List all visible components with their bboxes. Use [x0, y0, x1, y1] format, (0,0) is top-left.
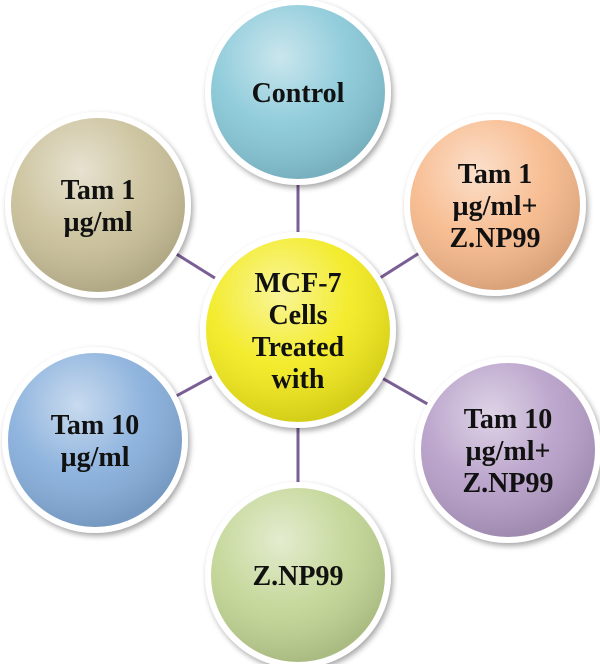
node-control: Control	[205, 0, 391, 185]
center-node-label-line: Cells	[268, 300, 327, 331]
node-tam-10-znp99-gloss	[421, 363, 595, 537]
node-control-gloss	[211, 5, 385, 179]
node-tam-10-znp99-label-line: µg/ml+	[466, 436, 551, 467]
center-node-label-line: MCF-7	[254, 268, 341, 299]
center-node-label-line: with	[272, 364, 325, 395]
node-tam-10-znp99-label-line: Tam 10	[464, 404, 552, 435]
node-tam-10-gloss	[8, 353, 182, 527]
node-znp99: Z.NP99	[205, 482, 391, 664]
node-tam-1-znp99-gloss	[410, 120, 580, 290]
node-tam-10-label-line: µg/ml	[60, 442, 129, 473]
center-node-label-line: Treated	[252, 332, 345, 363]
node-znp99-label: Z.NP99	[253, 561, 344, 592]
node-control-label: Control	[252, 78, 345, 109]
node-tam-1-gloss	[11, 118, 185, 292]
node-tam-1-znp99-label-line: µg/ml+	[453, 191, 538, 222]
node-znp99-gloss	[211, 488, 385, 662]
node-tam-1-znp99-label-line: Tam 1	[458, 159, 532, 190]
node-znp99-label-line: Z.NP99	[253, 561, 344, 592]
node-control-label-line: Control	[252, 78, 345, 109]
node-tam-1-znp99-label-line: Z.NP99	[450, 223, 541, 254]
node-tam-10-label-line: Tam 10	[51, 410, 139, 441]
node-tam-10-znp99-label-line: Z.NP99	[463, 468, 554, 499]
node-tam-1-label-line: Tam 1	[61, 175, 135, 206]
center-node-gloss	[206, 238, 390, 422]
node-tam-1-label-line: µg/ml	[63, 207, 132, 238]
